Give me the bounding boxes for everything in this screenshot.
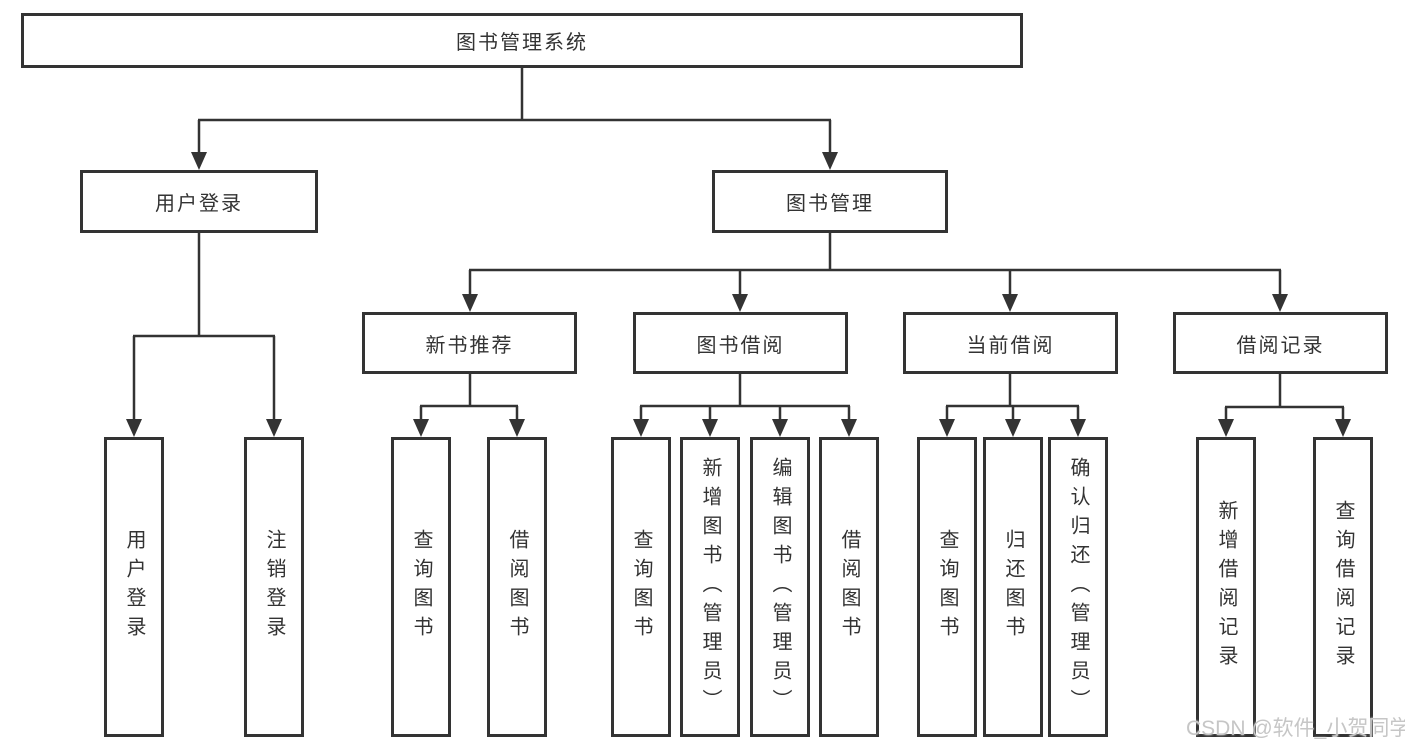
leaf-add-books-admin: 新增图书（管理员） [680, 437, 740, 737]
leaf-query-books-recommend: 查询图书 [391, 437, 451, 737]
leaf-user-login: 用户登录 [104, 437, 164, 737]
leaf-add-borrow-record-label: 新增借阅记录 [1215, 500, 1237, 674]
leaf-confirm-return-admin: 确认归还（管理员） [1048, 437, 1108, 737]
leaf-confirm-return-admin-label: 确认归还（管理员） [1067, 456, 1089, 718]
node-book-borrow: 图书借阅 [633, 312, 848, 374]
leaf-user-login-label: 用户登录 [123, 529, 145, 645]
node-current-borrow: 当前借阅 [903, 312, 1118, 374]
node-book-management-label: 图书管理 [786, 193, 874, 215]
node-root: 图书管理系统 [21, 13, 1023, 68]
leaf-query-borrow-record: 查询借阅记录 [1313, 437, 1373, 737]
leaf-return-books: 归还图书 [983, 437, 1043, 737]
leaf-logout-label: 注销登录 [263, 529, 285, 645]
leaf-query-borrow-record-label: 查询借阅记录 [1332, 500, 1354, 674]
leaf-borrow-books-recommend: 借阅图书 [487, 437, 547, 737]
leaf-query-books-recommend-label: 查询图书 [410, 529, 432, 645]
leaf-edit-books-admin-label: 编辑图书（管理员） [769, 456, 791, 718]
node-user-login-label: 用户登录 [155, 193, 243, 215]
leaf-return-books-label: 归还图书 [1002, 529, 1024, 645]
node-current-borrow-label: 当前借阅 [966, 334, 1055, 357]
leaf-borrow-books: 借阅图书 [819, 437, 879, 737]
leaf-borrow-books-recommend-label: 借阅图书 [506, 529, 528, 645]
leaf-add-books-admin-label: 新增图书（管理员） [699, 456, 721, 718]
node-new-book-recommend-label: 新书推荐 [425, 334, 514, 357]
leaf-query-books-current-label: 查询图书 [936, 529, 958, 645]
node-root-label: 图书管理系统 [456, 32, 588, 54]
leaf-borrow-books-label: 借阅图书 [838, 529, 860, 645]
leaf-logout: 注销登录 [244, 437, 304, 737]
node-book-borrow-label: 图书借阅 [696, 334, 785, 357]
leaf-query-books-borrow: 查询图书 [611, 437, 671, 737]
leaf-query-books-current: 查询图书 [917, 437, 977, 737]
leaf-add-borrow-record: 新增借阅记录 [1196, 437, 1256, 737]
leaf-query-books-borrow-label: 查询图书 [630, 529, 652, 645]
node-user-login: 用户登录 [80, 170, 318, 233]
watermark: CSDN @软件_小贺同学 [1186, 717, 1405, 740]
node-borrow-record-label: 借阅记录 [1236, 334, 1325, 357]
leaf-edit-books-admin: 编辑图书（管理员） [750, 437, 810, 737]
node-borrow-record: 借阅记录 [1173, 312, 1388, 374]
node-new-book-recommend: 新书推荐 [362, 312, 577, 374]
node-book-management: 图书管理 [712, 170, 948, 233]
